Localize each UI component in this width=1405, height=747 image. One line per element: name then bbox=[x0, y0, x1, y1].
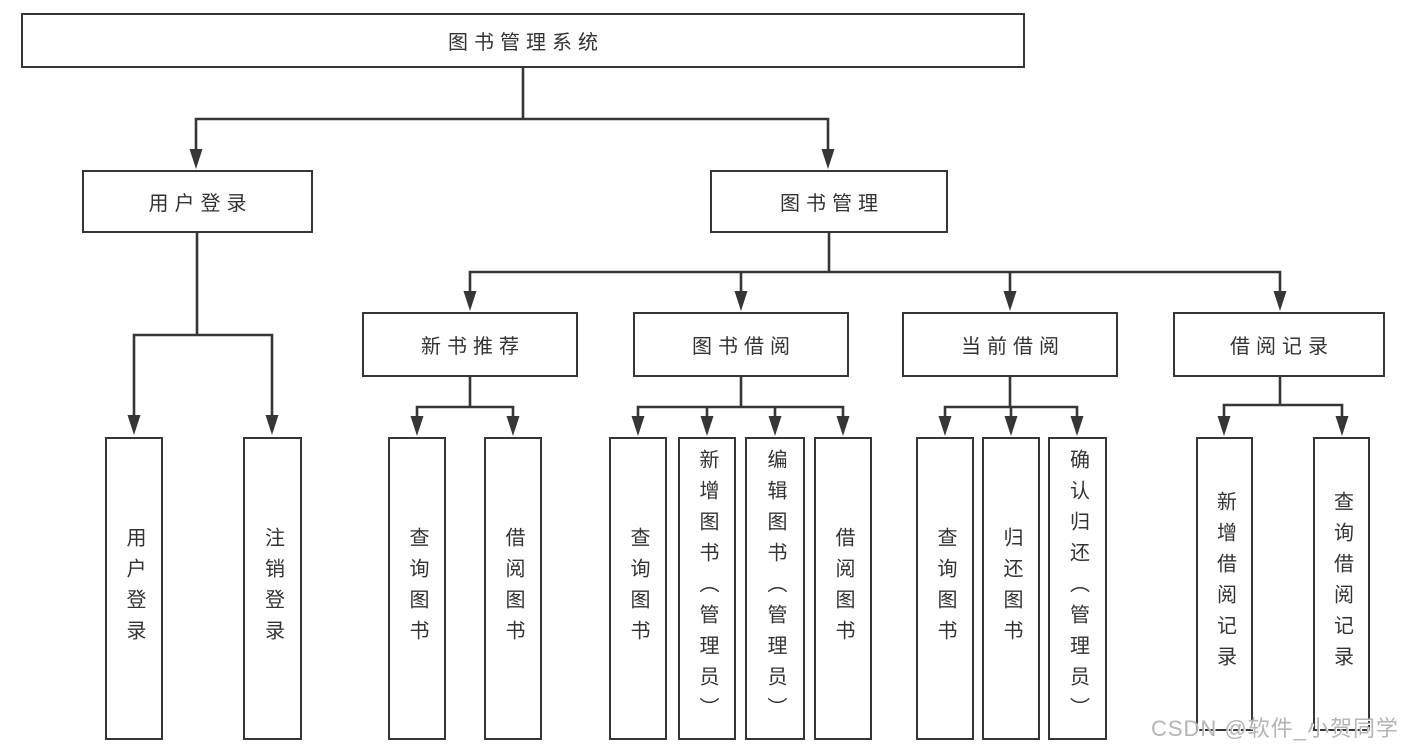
leaf-confirm-return-admin: 确认归还（管理员） bbox=[1048, 437, 1107, 740]
node-library-system: 图书管理系统 bbox=[21, 13, 1025, 68]
node-new-book-recommend: 新书推荐 bbox=[362, 312, 578, 377]
node-borrow-records: 借阅记录 bbox=[1173, 312, 1385, 377]
leaf-query-books-3: 查询图书 bbox=[916, 437, 974, 740]
leaf-query-borrow-record: 查询借阅记录 bbox=[1313, 437, 1370, 731]
connector-current bbox=[943, 377, 1079, 418]
leaf-edit-books-admin: 编辑图书（管理员） bbox=[745, 437, 805, 740]
node-user-login: 用户登录 bbox=[82, 170, 313, 233]
node-book-borrow: 图书借阅 bbox=[633, 312, 849, 377]
csdn-watermark: CSDN @软件_小贺同学 bbox=[1150, 716, 1399, 741]
leaf-return-books: 归还图书 bbox=[982, 437, 1040, 740]
leaf-add-books-admin: 新增图书（管理员） bbox=[678, 437, 736, 740]
leaf-user-login: 用户登录 bbox=[105, 437, 163, 740]
leaf-query-books-1: 查询图书 bbox=[388, 437, 446, 740]
leaf-add-borrow-record: 新增借阅记录 bbox=[1196, 437, 1253, 731]
node-current-borrow: 当前借阅 bbox=[902, 312, 1118, 377]
connector-login bbox=[132, 233, 274, 418]
connector-management bbox=[468, 233, 1282, 293]
leaf-query-books-2: 查询图书 bbox=[609, 437, 667, 740]
connector-root bbox=[194, 68, 830, 151]
leaf-borrow-books-1: 借阅图书 bbox=[484, 437, 542, 740]
connector-newbook bbox=[415, 377, 515, 418]
connector-records bbox=[1222, 377, 1344, 418]
connector-borrow bbox=[636, 377, 845, 418]
leaf-logout: 注销登录 bbox=[243, 437, 302, 740]
node-book-management: 图书管理 bbox=[710, 170, 948, 233]
leaf-borrow-books-2: 借阅图书 bbox=[814, 437, 872, 740]
